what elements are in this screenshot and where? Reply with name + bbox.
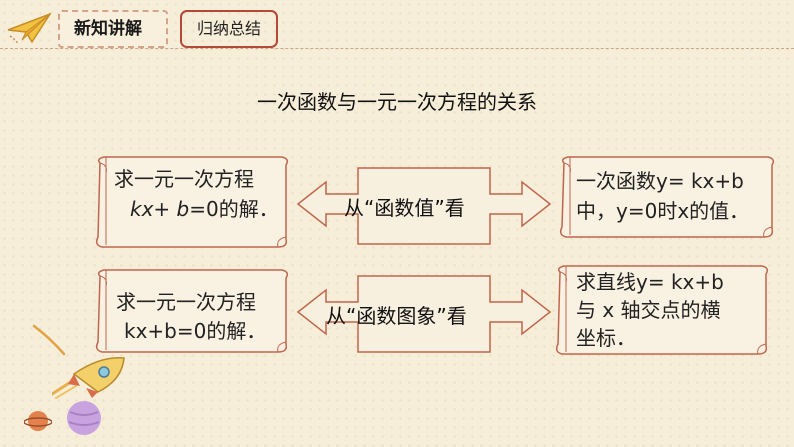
scroll-card-row1-right: 一次函数y= kx+b 中，y=0时x的值． <box>556 153 778 241</box>
row2-left-line2: kx+b=0的解． <box>124 319 267 343</box>
scroll-card-row2-left: 求一元一次方程 kx+b=0的解． <box>92 266 292 356</box>
equation-rest: =0的解． <box>189 197 279 221</box>
swoosh-icon <box>30 320 70 360</box>
paper-plane-icon <box>6 10 52 46</box>
planet-small-icon <box>23 407 53 435</box>
plus-sign: + <box>153 197 177 221</box>
tab-summary[interactable]: 归纳总结 <box>180 10 278 48</box>
double-arrow-row1: 从“函数值”看 <box>294 160 554 250</box>
header-divider <box>0 48 794 49</box>
row2-right-line2: 与 x 轴交点的横 <box>576 298 721 322</box>
double-arrow-row2: 从“函数图象”看 <box>294 268 554 358</box>
scroll-card-row2-right: 求直线y= kx+b 与 x 轴交点的横 坐标． <box>552 262 772 358</box>
row1-left-line2: kx+ b=0的解． <box>130 195 279 224</box>
var-b: b <box>176 197 190 221</box>
row2-left-line1: 求一元一次方程 <box>116 290 256 314</box>
row2-arrow-label: 从“函数图象”看 <box>326 304 467 328</box>
var-kx: kx <box>130 197 154 221</box>
row1-right-line1: 一次函数y= kx+b <box>576 169 744 193</box>
row1-left-line1: 求一元一次方程 <box>114 167 254 191</box>
row1-arrow-label: 从“函数值”看 <box>344 196 465 220</box>
planet-large-icon <box>64 398 104 438</box>
row1-right-line2: 中，y=0时x的值． <box>576 199 750 223</box>
row2-right-line1: 求直线y= kx+b <box>576 270 724 294</box>
rocket-icon <box>50 350 132 400</box>
page-title: 一次函数与一元一次方程的关系 <box>257 90 537 114</box>
row2-right-line3: 坐标． <box>576 326 636 350</box>
current-section-label: 新知讲解 <box>58 10 168 48</box>
scroll-card-row1-left: 求一元一次方程 kx+ b=0的解． <box>92 153 292 251</box>
